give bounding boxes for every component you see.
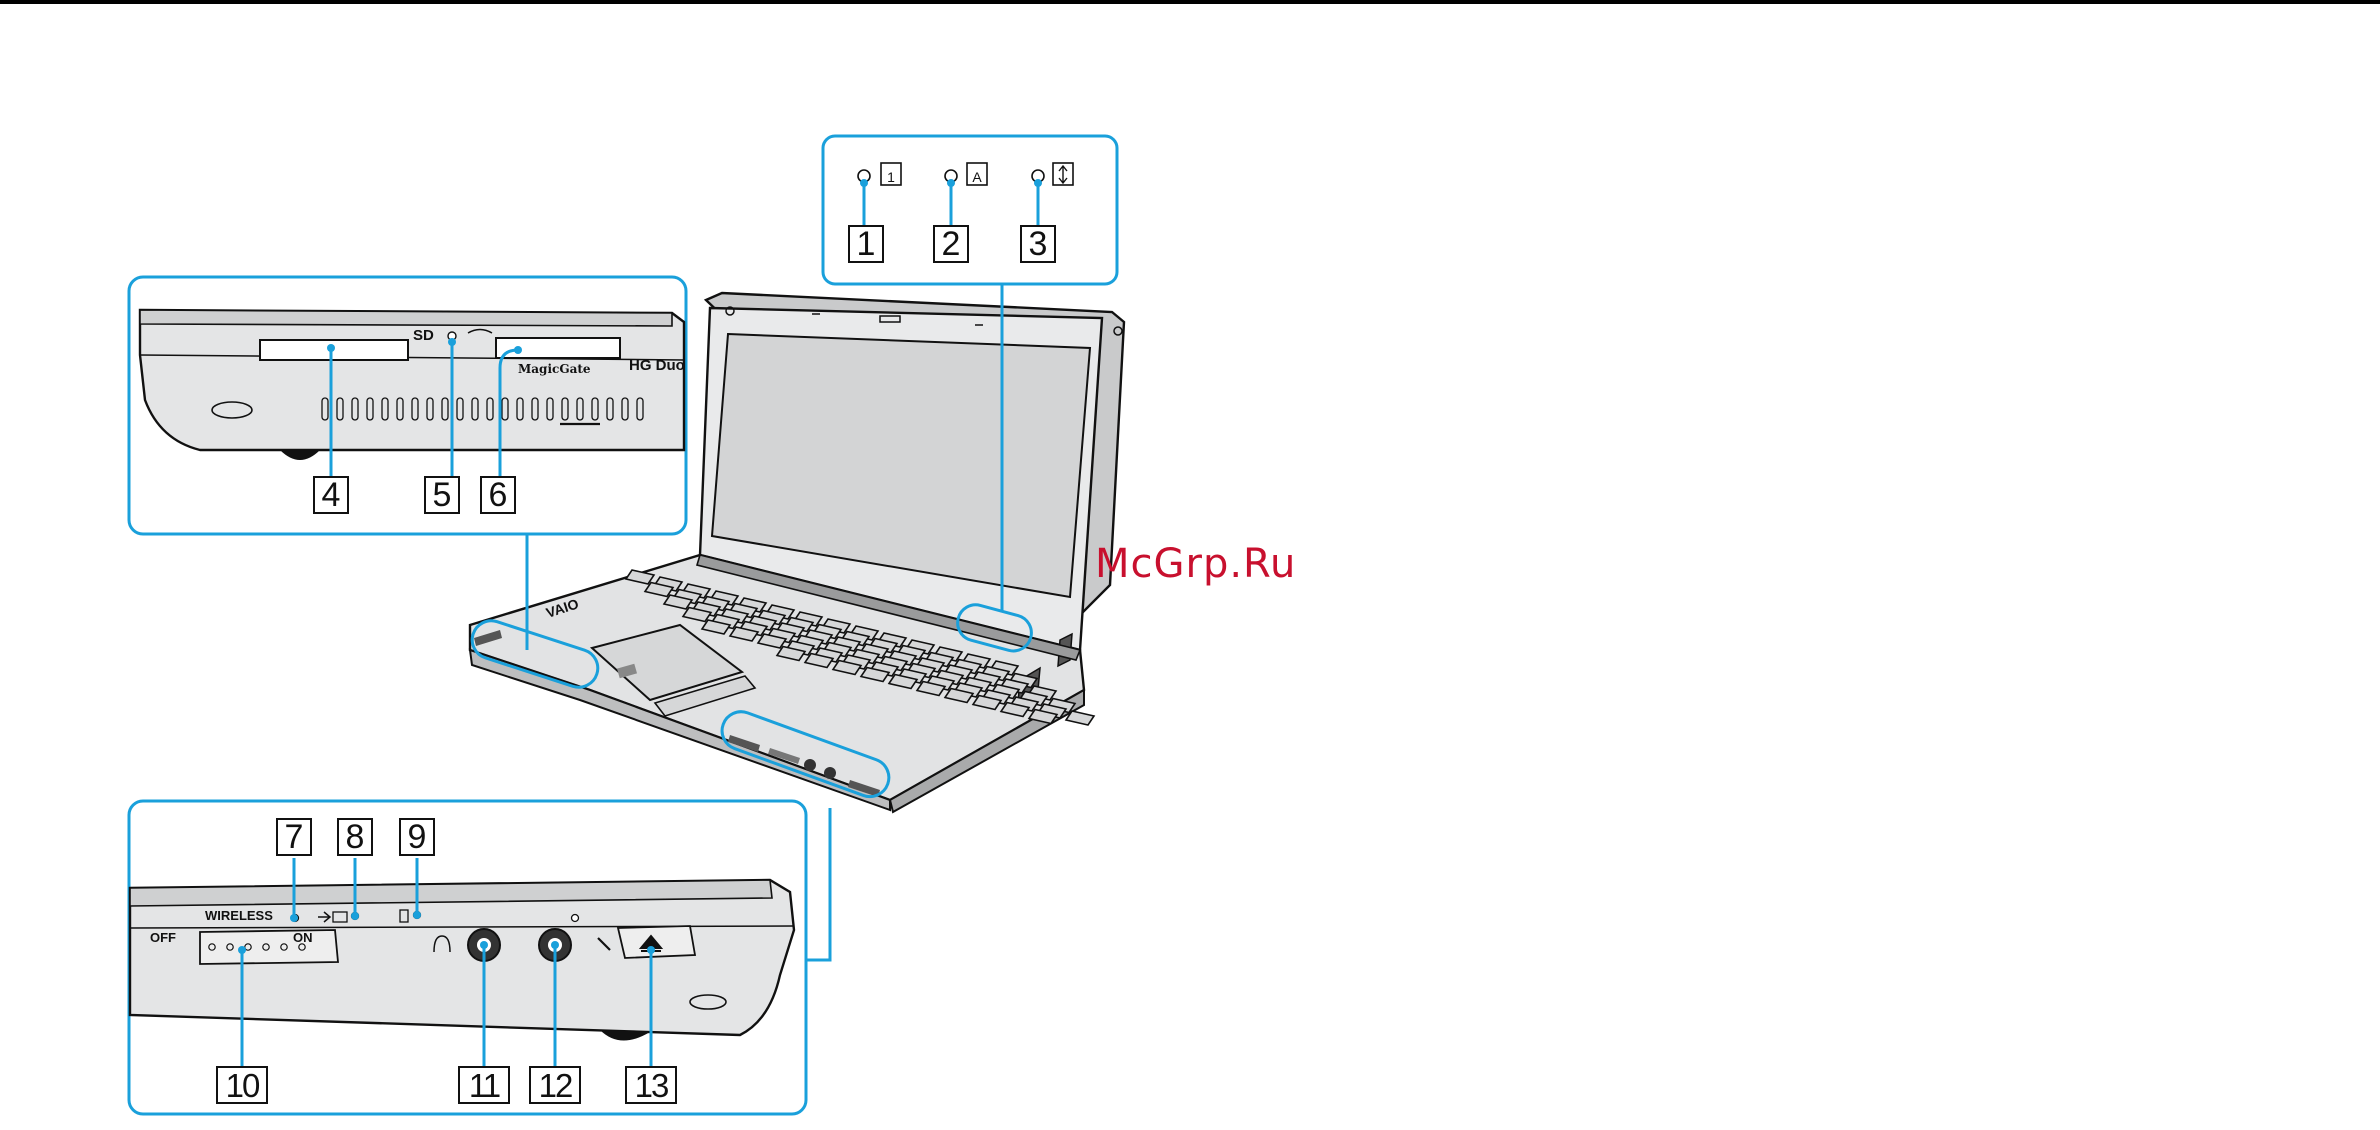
left-side-view <box>140 310 684 460</box>
callout-13: 13 <box>625 1066 677 1104</box>
callout-8: 8 <box>337 818 373 856</box>
callout-12: 12 <box>529 1066 581 1104</box>
callout-6: 6 <box>480 476 516 514</box>
callout-3: 3 <box>1020 225 1056 263</box>
callout-1: 1 <box>848 225 884 263</box>
front-side-view <box>130 880 794 1041</box>
callout-4: 4 <box>313 476 349 514</box>
key <box>1066 711 1094 725</box>
hg-duo-label: HG Duo <box>629 357 685 374</box>
on-label: ON <box>293 930 313 945</box>
callout-11: 11 <box>458 1066 510 1104</box>
callout-7: 7 <box>276 818 312 856</box>
callout-9: 9 <box>399 818 435 856</box>
watermark-text: McGrp.Ru <box>1095 541 1296 587</box>
wireless-label: WIRELESS <box>205 908 273 923</box>
off-label: OFF <box>150 930 176 945</box>
sd-label: SD <box>413 327 434 344</box>
magicgate-label: MagicGate <box>518 362 591 376</box>
callout-5: 5 <box>424 476 460 514</box>
svg-text:A: A <box>972 169 982 185</box>
callout-2: 2 <box>933 225 969 263</box>
svg-text:1: 1 <box>887 169 895 185</box>
callout-10: 10 <box>216 1066 268 1104</box>
